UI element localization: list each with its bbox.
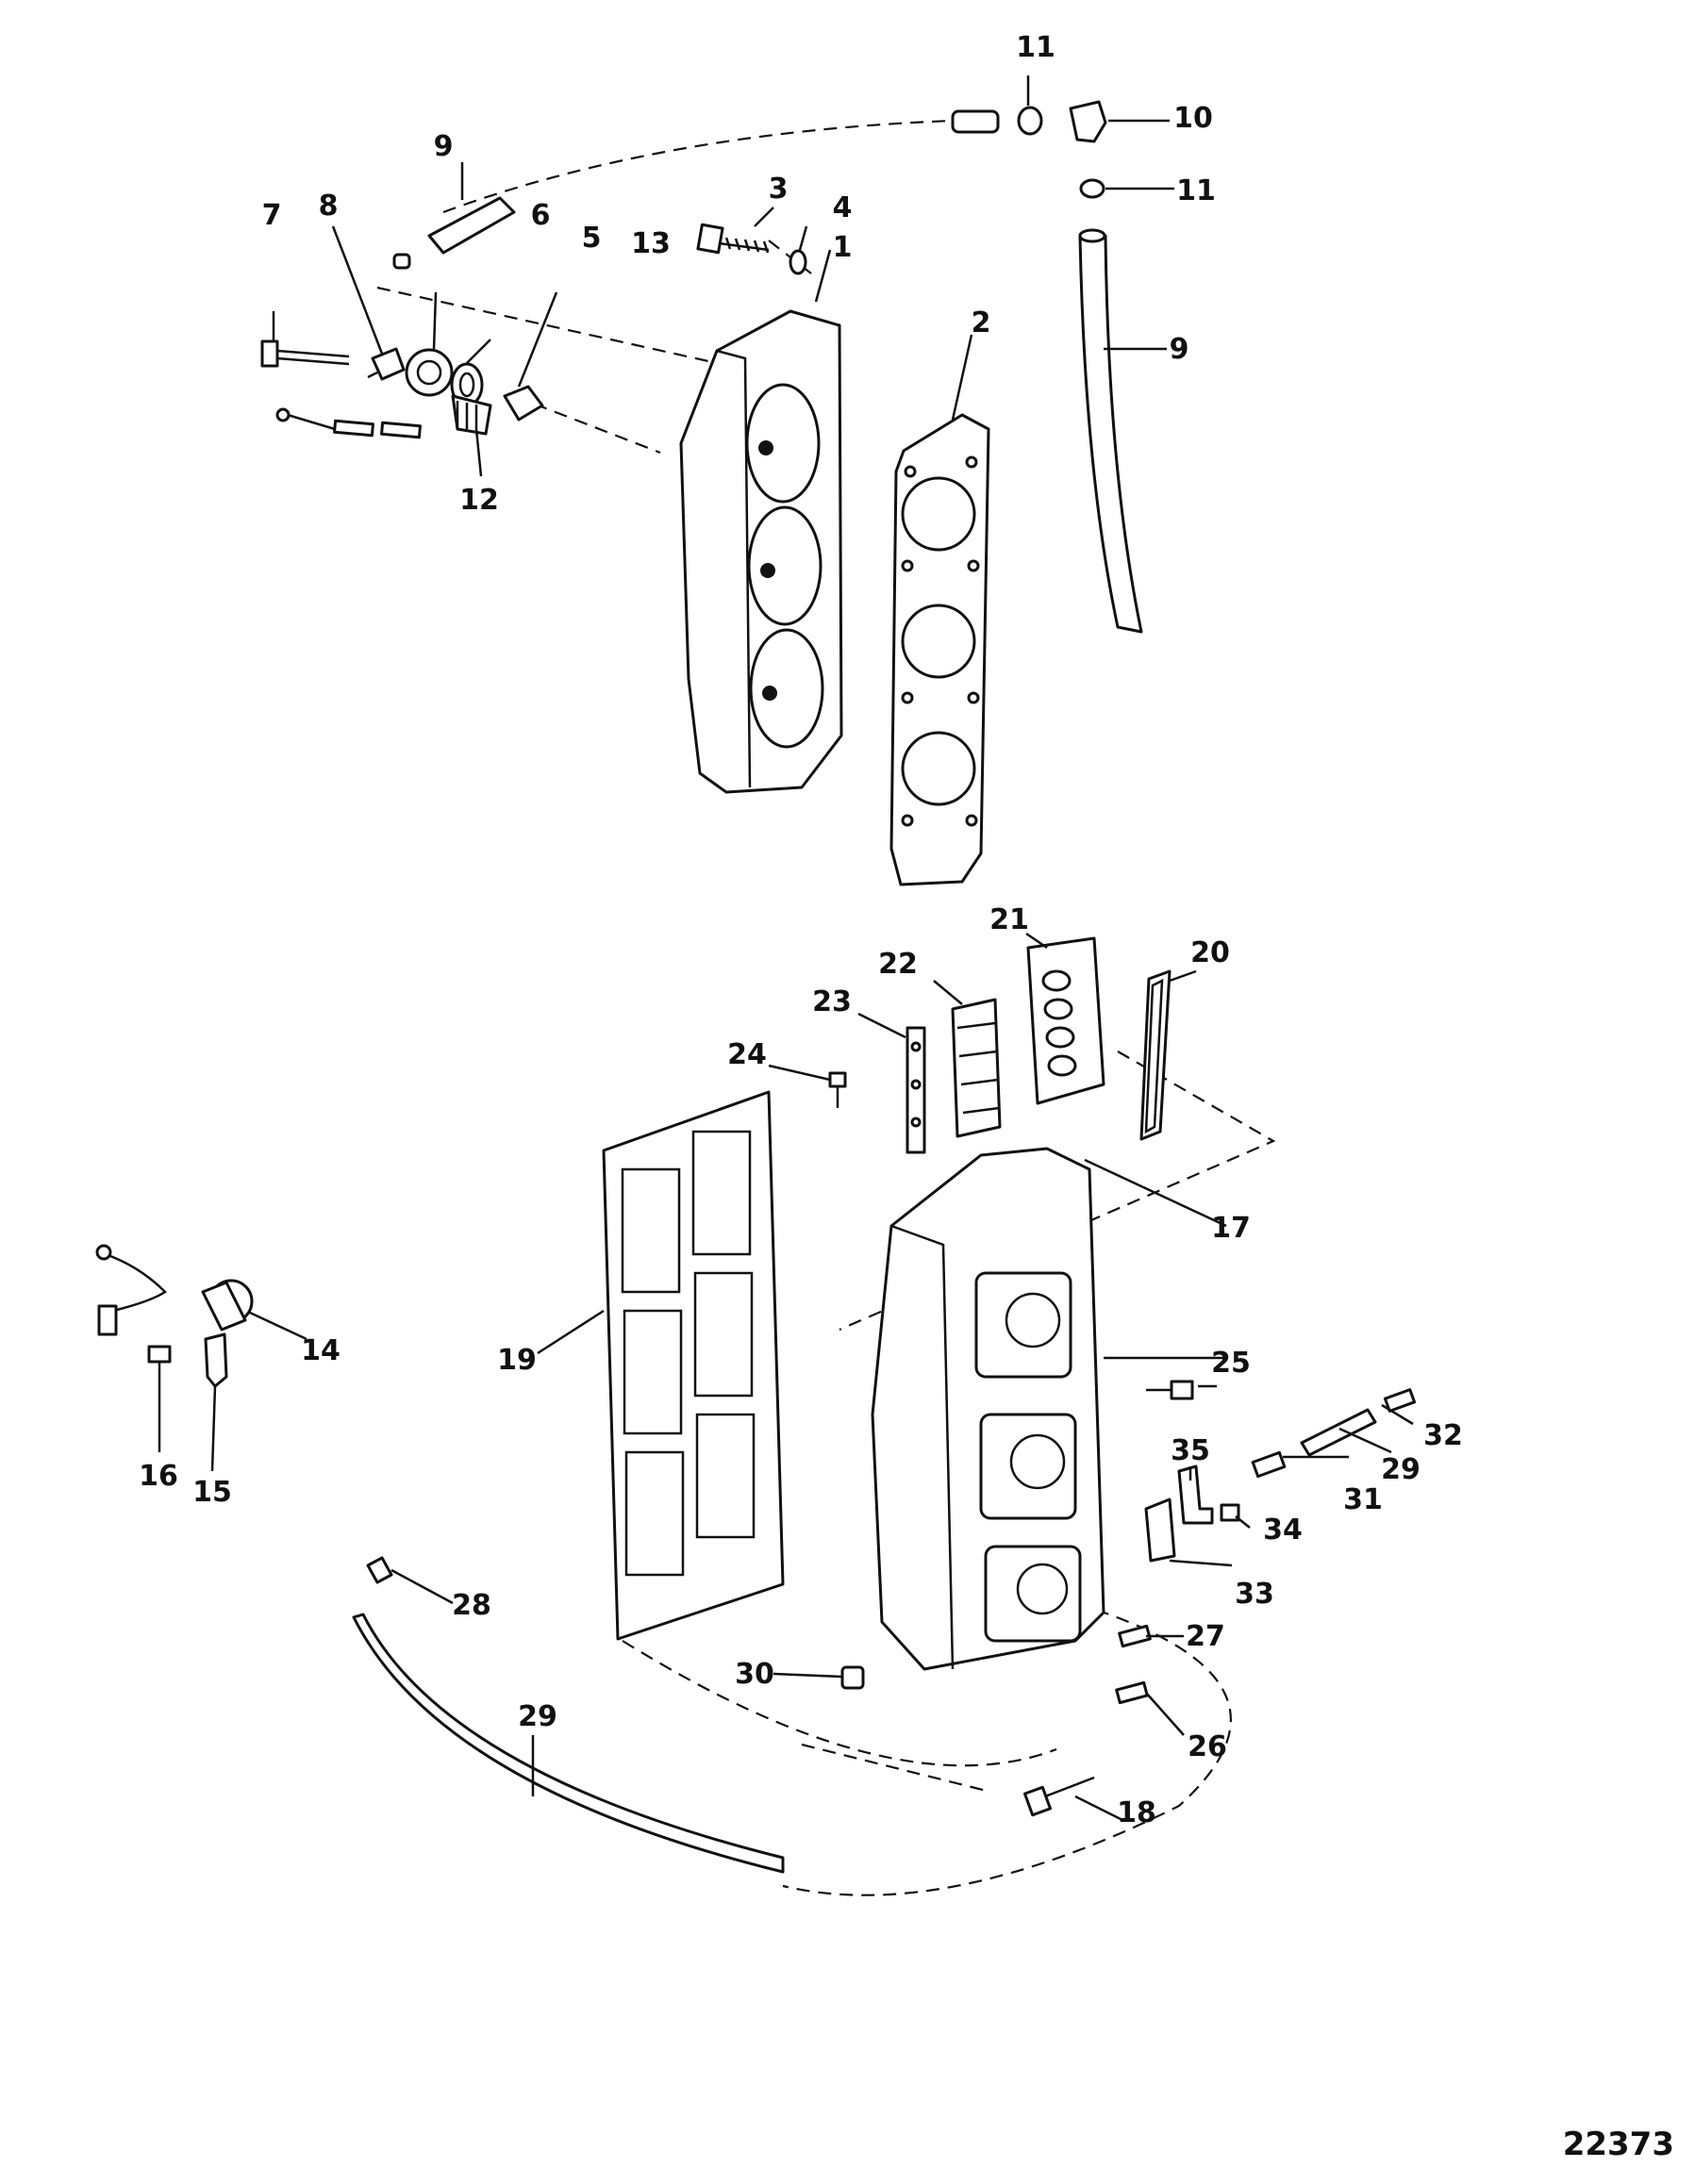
callout-34: 34 — [1263, 1514, 1303, 1547]
leader-lines — [158, 75, 1414, 1822]
callout-8: 8 — [319, 190, 339, 223]
callout-10: 10 — [1173, 102, 1213, 135]
reed-petals — [951, 998, 1002, 1138]
hose-clamp-small — [392, 253, 411, 270]
callout-26: 26 — [1188, 1730, 1227, 1763]
fitting-lower-right — [1115, 1680, 1149, 1705]
fuel-hose-long — [352, 1613, 785, 1874]
callout-27: 27 — [1186, 1620, 1225, 1653]
callout-7: 7 — [262, 199, 282, 232]
callout-24: 24 — [727, 1038, 767, 1071]
thermostat-small-washer — [367, 371, 378, 379]
hose-fitting-elbow — [371, 347, 406, 381]
callout-22: 22 — [878, 948, 918, 981]
diagram-reference-number: 22373 — [1563, 2126, 1674, 2163]
callout-2: 2 — [972, 306, 991, 339]
hose-top-segment — [951, 109, 1000, 134]
water-hose-long — [1078, 228, 1143, 634]
hose-connector — [1251, 1450, 1287, 1479]
manifold-port-2 — [979, 1413, 1077, 1520]
check-valve-plug — [840, 1665, 865, 1690]
cylinder-head-gasket — [889, 413, 990, 886]
bracket-clip — [1177, 1464, 1214, 1525]
bracket — [1144, 1497, 1176, 1563]
cylinder-bore-2 — [747, 505, 823, 626]
intake-manifold — [871, 1147, 1105, 1671]
callout-32: 32 — [1423, 1419, 1463, 1452]
thermostat-bolt — [260, 339, 350, 368]
thermostat-grommet — [503, 385, 544, 422]
reed-block — [1026, 936, 1105, 1105]
condenser — [95, 1244, 254, 1336]
cylinder-bore-3 — [749, 628, 824, 749]
manifold-bolt-lower — [1022, 1776, 1095, 1817]
callout-9a: 9 — [434, 130, 454, 163]
hose-clamp-lower — [1079, 178, 1105, 199]
cylinder-bore-1 — [745, 383, 821, 504]
callout-11a: 11 — [1016, 31, 1055, 64]
callout-29b: 29 — [1381, 1453, 1421, 1486]
cylinder-head-cover — [679, 309, 843, 794]
manifold-screw-upper — [1146, 1380, 1194, 1400]
callout-9b: 9 — [1170, 333, 1189, 366]
intake-manifold-gasket — [602, 1090, 785, 1641]
callout-19: 19 — [497, 1344, 537, 1377]
water-hose-upper — [427, 196, 516, 255]
callout-30: 30 — [735, 1658, 774, 1691]
assembly-dashed-lines — [376, 119, 1276, 1896]
bracket-screw — [1220, 1503, 1240, 1522]
hose-clamp-upper — [1017, 106, 1043, 136]
hose-connector-end — [1383, 1388, 1417, 1413]
callout-35: 35 — [1171, 1434, 1210, 1467]
callout-23: 23 — [812, 985, 852, 1018]
callout-11b: 11 — [1176, 174, 1216, 207]
head-washer — [789, 249, 807, 275]
callout-labels: 1 2 3 4 5 6 7 8 9 9 10 11 11 12 13 14 15… — [139, 31, 1463, 1829]
callout-28: 28 — [452, 1589, 491, 1622]
callout-16: 16 — [139, 1460, 178, 1493]
callout-6: 6 — [531, 199, 551, 232]
callout-25: 25 — [1211, 1347, 1251, 1380]
reed-screw — [828, 1071, 847, 1108]
callout-4: 4 — [833, 191, 853, 224]
callout-31: 31 — [1343, 1483, 1383, 1516]
fitting-middle-right — [1118, 1624, 1152, 1648]
condenser-clamp — [204, 1332, 228, 1388]
callout-20: 20 — [1190, 936, 1230, 969]
callout-21: 21 — [989, 903, 1029, 936]
condenser-screw — [147, 1345, 172, 1386]
callout-1: 1 — [833, 231, 853, 264]
callout-33: 33 — [1235, 1578, 1274, 1611]
reed-stop — [906, 1026, 926, 1154]
elbow-fitting — [1069, 100, 1107, 143]
callout-3: 3 — [769, 173, 789, 206]
callout-13: 13 — [631, 227, 671, 260]
callout-12: 12 — [459, 484, 499, 517]
manifold-port-3 — [984, 1545, 1082, 1643]
callout-18: 18 — [1117, 1796, 1156, 1829]
callout-15: 15 — [192, 1476, 232, 1509]
head-bolt — [696, 223, 770, 255]
callout-14: 14 — [301, 1334, 341, 1367]
thermostat-cover — [405, 348, 454, 397]
callout-17: 17 — [1211, 1212, 1251, 1245]
temperature-sender — [275, 394, 492, 439]
reed-block-gasket — [1139, 969, 1172, 1141]
hose-elbow-fitting — [366, 1556, 393, 1584]
callout-5: 5 — [582, 222, 602, 255]
manifold-port-1 — [974, 1271, 1072, 1379]
fuel-hose-short — [1300, 1408, 1377, 1457]
gasket-bolt-holes — [901, 455, 980, 827]
callout-29a: 29 — [518, 1700, 557, 1733]
